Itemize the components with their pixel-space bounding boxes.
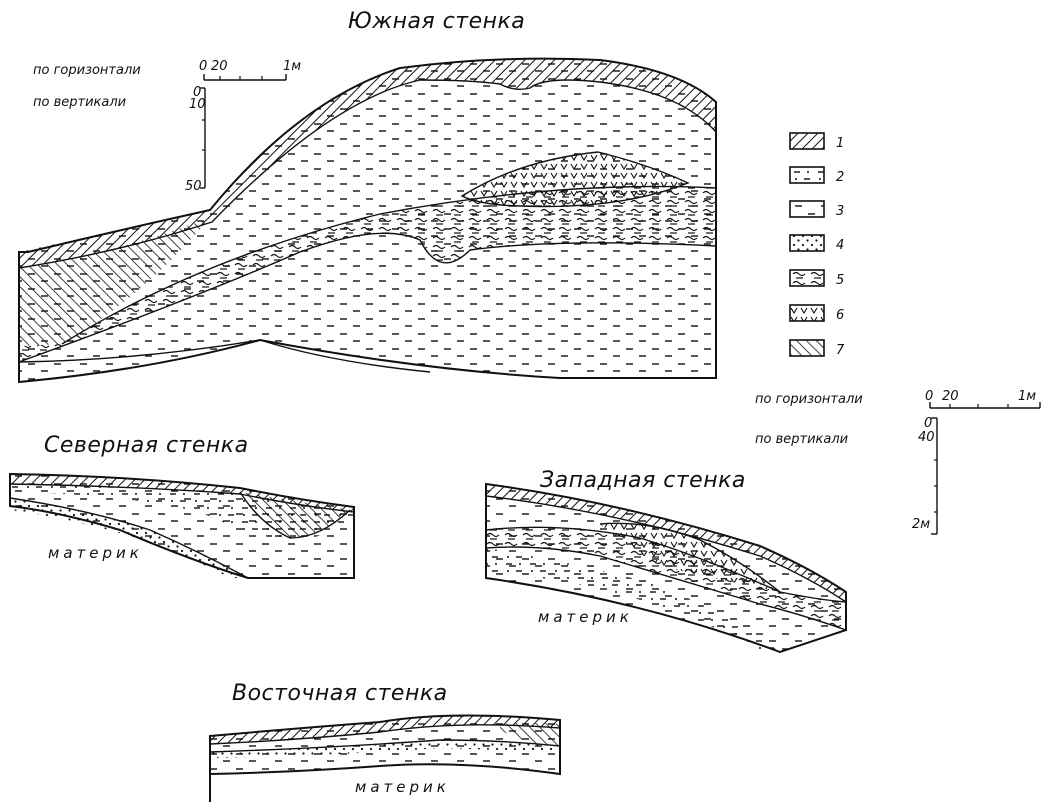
common-scale-h-label: по горизонтали [755, 392, 863, 407]
legend-label-3: 3 [836, 204, 844, 219]
west-wall-section [485, 482, 847, 654]
south-v-tick-10: 10 [189, 97, 206, 112]
south-v-tick-50: 50 [185, 179, 202, 194]
south-h-scale-bar [203, 74, 287, 81]
legend-swatch-4 [789, 234, 825, 252]
south-wall-title: Южная стенка [348, 9, 525, 34]
north-wall-bedrock-label: материк [48, 544, 143, 562]
south-wall-section [18, 57, 717, 384]
common-h-tick-0: 0 [925, 389, 933, 404]
common-v-tick-0: 0 [924, 416, 932, 431]
east-wall-title: Восточная стенка [232, 681, 448, 706]
legend-label-2: 2 [836, 170, 844, 185]
south-scale-h-label: по горизонтали [33, 63, 141, 78]
legend-swatch-1 [789, 132, 825, 150]
legend-swatch-3 [789, 200, 825, 218]
west-wall-title: Западная стенка [540, 468, 746, 493]
east-wall-section [209, 714, 561, 802]
common-v-tick-2m: 2м [912, 517, 930, 532]
legend-swatch-2 [789, 166, 825, 184]
legend-label-1: 1 [836, 136, 844, 151]
south-h-tick-20: 20 [211, 59, 228, 74]
east-wall-bedrock-label: материк [355, 778, 450, 796]
north-wall-title: Северная стенка [44, 433, 249, 458]
south-h-tick-1m: 1м [283, 59, 301, 74]
common-h-tick-20: 20 [942, 389, 959, 404]
common-scale-v-label: по вертикали [755, 432, 848, 447]
south-v-tick-0: 0 [193, 85, 201, 100]
south-scale-v-label: по вертикали [33, 95, 126, 110]
legend-swatch-6 [789, 304, 825, 322]
north-wall-section [9, 472, 355, 579]
common-v-tick-40: 40 [918, 430, 935, 445]
south-h-tick-0: 0 [199, 59, 207, 74]
legend-label-4: 4 [836, 238, 844, 253]
legend-swatch-7 [789, 339, 825, 357]
south-v-scale-bar [200, 87, 206, 189]
legend-swatch-5 [789, 269, 825, 287]
common-h-scale-bar [929, 402, 1041, 409]
legend: 1 2 3 4 5 6 7 [789, 132, 845, 358]
legend-label-6: 6 [836, 308, 844, 323]
west-wall-bedrock-label: материк [538, 608, 633, 626]
legend-label-5: 5 [836, 273, 844, 288]
common-v-scale-bar [931, 417, 938, 535]
common-h-tick-1m: 1м [1018, 389, 1036, 404]
legend-label-7: 7 [836, 343, 845, 358]
